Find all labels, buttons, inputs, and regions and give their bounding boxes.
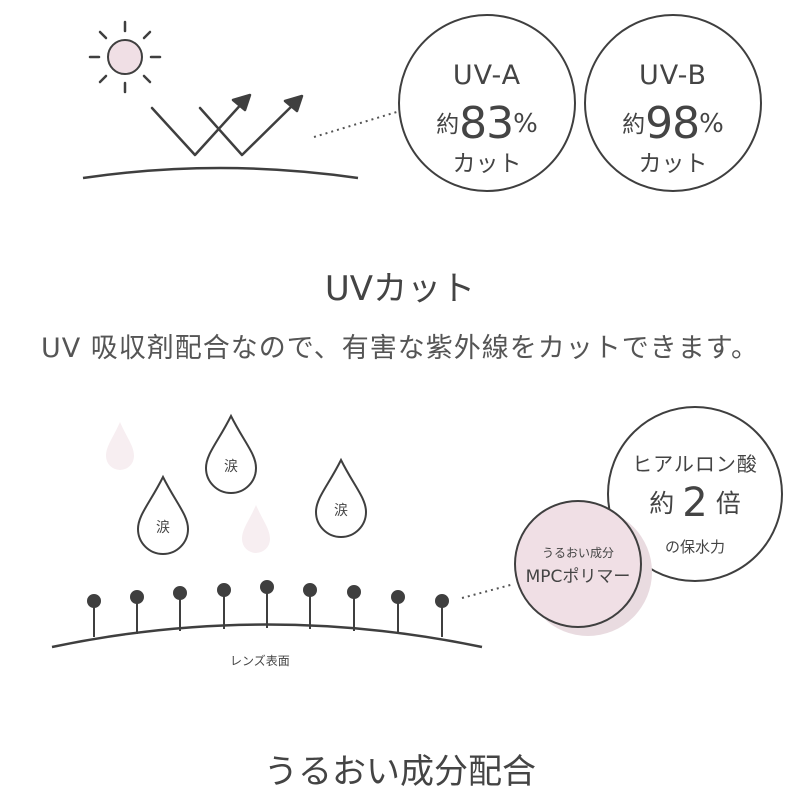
uvb-value: 98 [645,98,700,149]
uva-badge: UV-A 約83% カット [398,14,576,192]
uv-heading: UVカット [324,269,476,309]
tear-drop-icon [106,422,134,470]
hyaluronic-suffix: 倍 [715,489,741,518]
tear-label: 涙 [156,520,170,536]
hyaluronic-prefix: 約 [649,489,675,518]
moisture-heading: うるおい成分配合 [264,752,536,792]
uva-value: 83 [459,98,514,149]
moisture-illustration [51,413,515,649]
uvb-title: UV-B [639,60,707,91]
hyaluronic-value: 2 [682,480,708,526]
tear-drop-icon [242,505,270,553]
lens-surface-label: レンズ表面 [230,654,290,668]
uvb-prefix: 約 [622,112,646,138]
hyaluronic-caption: の保水力 [664,538,725,556]
uvb-percentage: 約98% [586,98,760,149]
uvb-badge: UV-B 約98% カット [584,14,762,192]
tear-drop-icon [136,474,190,555]
tear-label: 涙 [334,503,348,519]
uva-title: UV-A [452,60,522,91]
sun-icon [88,20,162,94]
uvb-suffix: カット [638,151,708,177]
mpc-caption: うるおい成分 [541,546,614,560]
uvb-unit: % [699,109,724,139]
tear-drop-icon [314,457,368,538]
uva-percentage: 約83% [400,98,574,149]
mpc-badge: うるおい成分 MPCポリマー [514,500,642,628]
uva-suffix: カット [452,151,522,177]
tear-drop-icon [204,413,258,494]
lens-surface-line [82,166,359,180]
dotted-connector [461,583,515,599]
lens-surface-line [51,623,483,649]
uv-illustration [82,20,401,180]
hyaluronic-name: ヒアルロン酸 [632,452,758,476]
uva-prefix: 約 [436,112,460,138]
tear-label: 涙 [224,459,238,475]
mpc-name: MPCポリマー [525,567,631,587]
uv-description: UV 吸収剤配合なので、有害な紫外線をカットできます。 [40,333,760,364]
uv-reflection-arrow-icon [150,93,304,157]
dotted-connector [313,110,401,138]
uva-unit: % [513,109,538,139]
polymer-molecule-icon [87,580,449,637]
